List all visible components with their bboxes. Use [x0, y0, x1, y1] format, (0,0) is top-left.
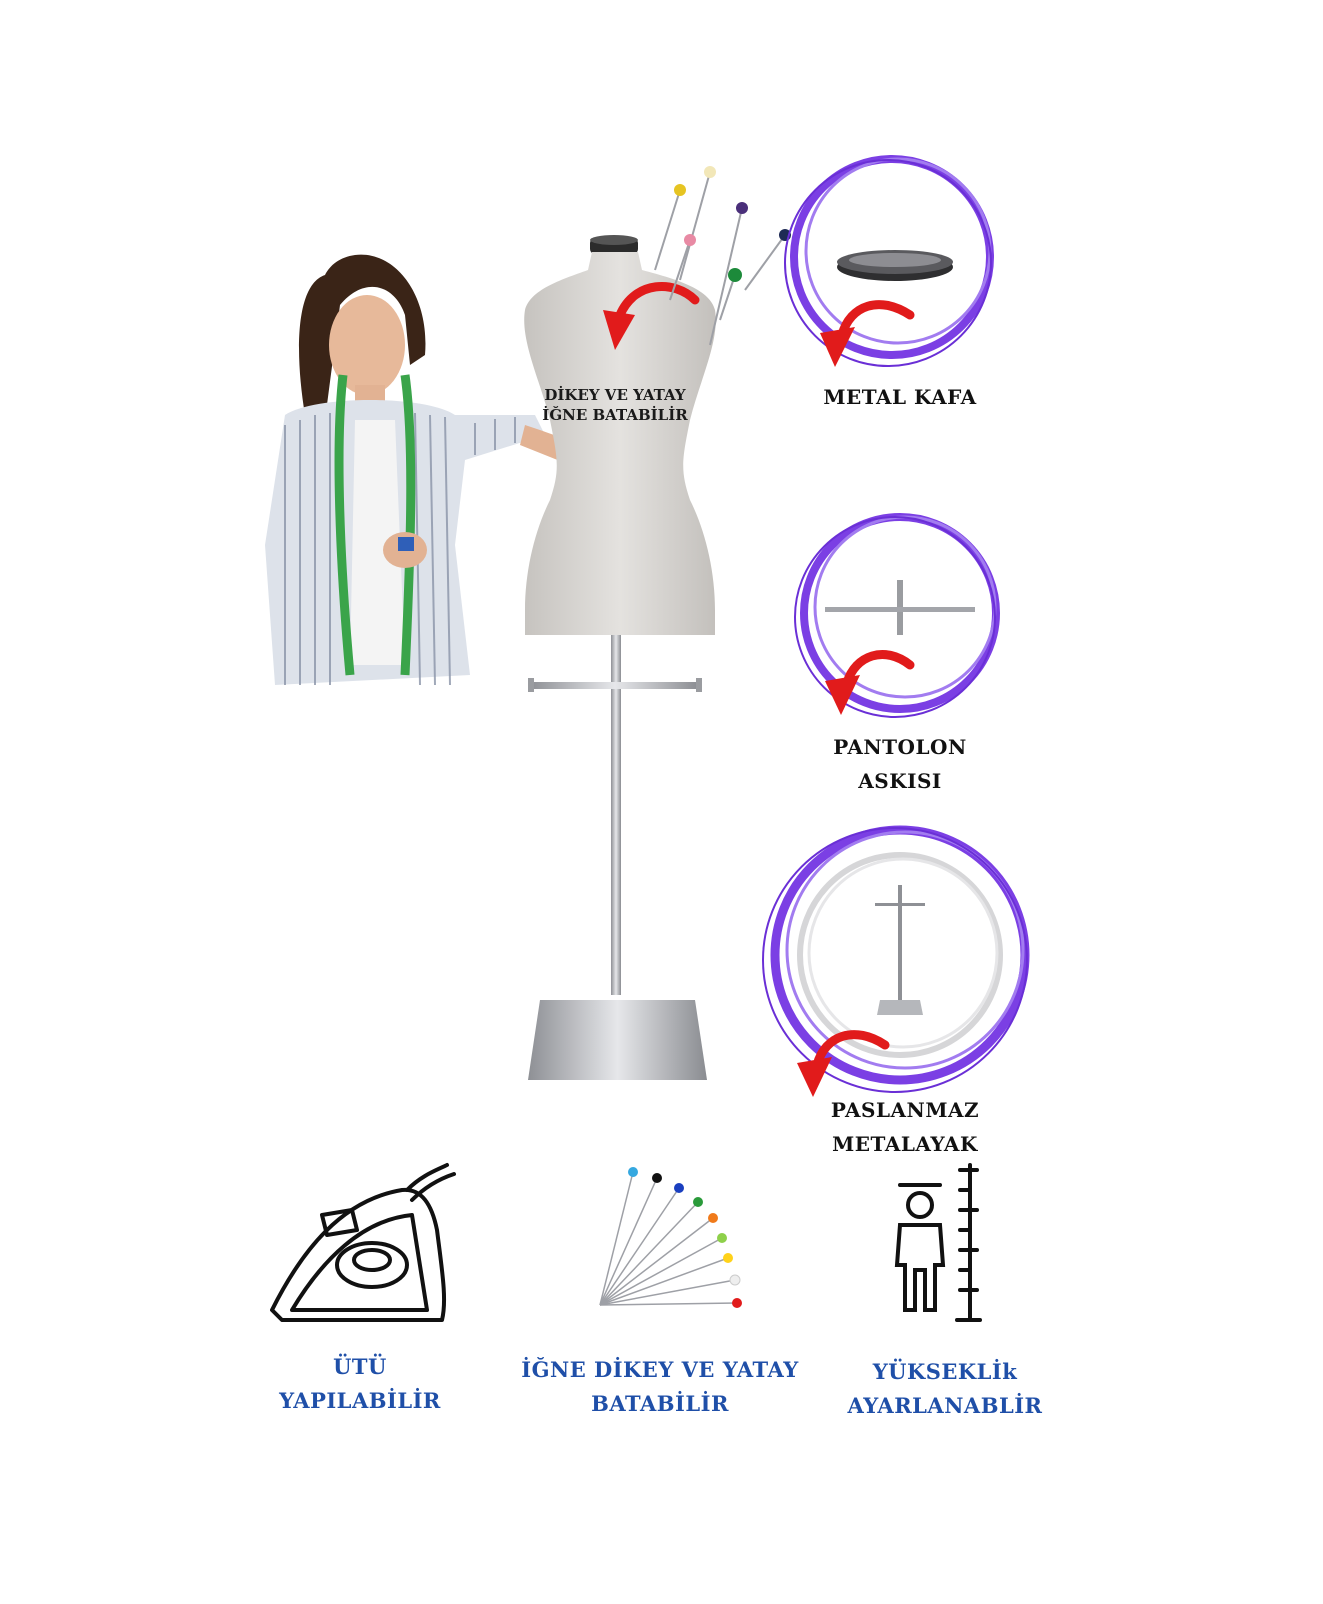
- pins-label-line1: İĞNE DİKEY VE YATAY: [521, 1357, 799, 1382]
- hanger-label-line2: ASKISI: [858, 769, 942, 793]
- bust-arrow-icon: [603, 282, 700, 350]
- woman-photo: [265, 254, 605, 686]
- hanger-label-line1: PANTOLON: [833, 735, 967, 759]
- pins-fan-icon: [599, 1167, 742, 1308]
- height-label: YÜKSEKLİk AYARLANABLİR: [830, 1355, 1060, 1423]
- height-label-line1: YÜKSEKLİk: [872, 1359, 1018, 1384]
- foot-circle: [762, 825, 1030, 1097]
- metal-head-label: METAL KAFA: [823, 385, 977, 409]
- pins-label: İĞNE DİKEY VE YATAY BATABİLİR: [495, 1353, 825, 1421]
- metal-head-circle: [784, 155, 994, 367]
- bust-caption-line1: DİKEY VE YATAY: [544, 386, 686, 404]
- hanger-circle: [794, 513, 1000, 718]
- foot-label: PASLANMAZ METALAYAK: [805, 1093, 1005, 1161]
- height-adjust-icon: [894, 1163, 982, 1322]
- pins-cluster-icon: [654, 166, 791, 346]
- iron-label: ÜTÜ YAPILABİLİR: [255, 1350, 465, 1418]
- foot-label-line1: PASLANMAZ: [830, 1098, 980, 1122]
- height-label-line2: AYARLANABLİR: [847, 1393, 1043, 1418]
- bust-caption-line2: İĞNE BATABİLİR: [542, 406, 688, 424]
- hanger-label: PANTOLON ASKISI: [800, 730, 1000, 798]
- iron-icon: [270, 1163, 456, 1322]
- iron-label-line2: YAPILABİLİR: [279, 1388, 441, 1413]
- dress-form: [524, 235, 716, 1080]
- pins-label-line2: BATABİLİR: [591, 1391, 729, 1416]
- bust-caption: DİKEY VE YATAY İĞNE BATABİLİR: [530, 385, 700, 425]
- foot-label-line2: METALAYAK: [832, 1132, 978, 1156]
- iron-label-line1: ÜTÜ: [333, 1354, 387, 1379]
